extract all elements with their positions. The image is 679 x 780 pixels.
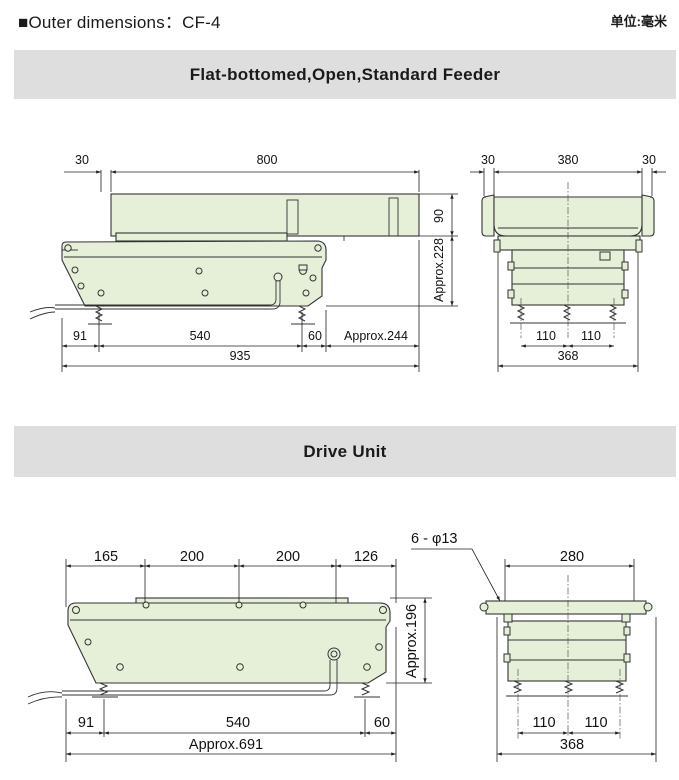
dim-drive-top-d: 126 <box>354 549 378 565</box>
dim-drive-top-b: 200 <box>180 549 204 565</box>
section-title-drive-unit: Drive Unit <box>14 426 676 477</box>
dim-side-top-left: 30 <box>75 153 89 167</box>
page-header: ■Outer dimensions：CF-4 单位:毫米 <box>0 0 679 40</box>
feeder-side-view: 30 800 90 Approx.228 91 540 60 Approx.24… <box>29 153 458 372</box>
drive-spring-right <box>360 682 371 696</box>
dim-drive-bottom-right: 60 <box>374 715 390 731</box>
drive-unit-drawing: 165 200 200 126 Approx.196 91 540 60 App… <box>27 531 657 762</box>
dim-drive-overall: Approx.691 <box>189 737 263 753</box>
tray-bracket <box>286 199 299 235</box>
dim-front-overall: 368 <box>558 349 579 363</box>
drive-front-body <box>507 620 627 682</box>
dim-drive-height: Approx.196 <box>404 604 420 678</box>
holes-callout: 6 - φ13 <box>411 531 457 547</box>
tray-mount-strip <box>115 232 288 242</box>
tray-lip-left <box>481 194 495 237</box>
dim-front-top-left: 30 <box>481 153 495 167</box>
front-mount <box>497 235 641 251</box>
feeder-drawing: 30 800 90 Approx.228 91 540 60 Approx.24… <box>29 153 666 372</box>
dim-drive-bottom-mid: 540 <box>226 715 250 731</box>
feeder-front-view: 30 380 30 110 110 368 <box>470 153 666 372</box>
dim-side-bottom-right: 60 <box>308 329 322 343</box>
dim-drive-top-a: 165 <box>94 549 118 565</box>
drive-side-view: 165 200 200 126 Approx.196 91 540 60 App… <box>27 549 432 762</box>
section-title-feeder: Flat-bottomed,Open,Standard Feeder <box>14 50 676 99</box>
unit-label: 单位:毫米 <box>610 14 667 29</box>
dim-side-bottom-left: 91 <box>73 329 87 343</box>
dim-drive-front-bottom-right: 110 <box>584 715 607 731</box>
dim-side-bottom-mid: 540 <box>190 329 211 343</box>
dim-drive-front-overall: 368 <box>560 737 584 753</box>
dim-front-bottom-right: 110 <box>581 329 601 343</box>
tray-end-plate <box>388 197 399 237</box>
dim-drive-front-bottom-left: 110 <box>532 715 555 731</box>
dim-front-top-right: 30 <box>642 153 656 167</box>
tray-lip-right <box>641 194 655 237</box>
dim-side-bottom-extra: Approx.244 <box>344 329 408 343</box>
drive-spring-left <box>98 682 109 696</box>
dim-drive-top-c: 200 <box>276 549 300 565</box>
dim-bowl-height: 90 <box>432 209 446 223</box>
dim-side-top-length: 800 <box>257 153 278 167</box>
feeder-tray <box>110 193 420 237</box>
drive-front-view: 6 - φ13 280 110 110 368 <box>411 531 657 762</box>
dim-front-top-mid: 380 <box>558 153 579 167</box>
drive-front-plate <box>485 600 647 615</box>
dim-total-height: Approx.228 <box>432 238 446 302</box>
dim-side-overall: 935 <box>230 349 251 363</box>
drive-housing <box>67 602 391 684</box>
dim-drive-front-top: 280 <box>560 549 584 565</box>
dim-drive-bottom-left: 91 <box>78 715 94 731</box>
page-title: ■Outer dimensions：CF-4 <box>18 13 221 32</box>
dim-front-bottom-left: 110 <box>536 329 556 343</box>
